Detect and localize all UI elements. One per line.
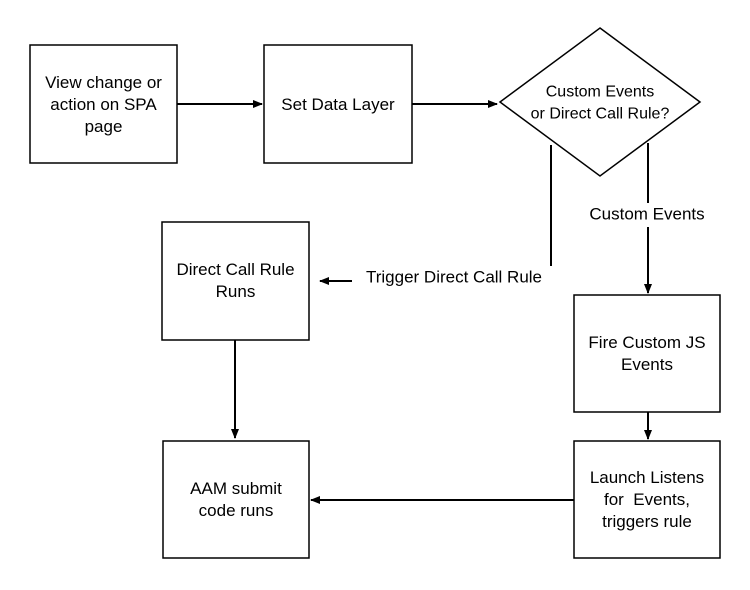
node-label: Launch Listens for Events, triggers rule xyxy=(590,468,704,531)
node-set-data-layer: Set Data Layer xyxy=(263,44,413,164)
node-label: Custom Events or Direct Call Rule? xyxy=(531,84,670,123)
node-label-line: AAM submit xyxy=(190,479,282,498)
edge-decision-to-direct-call xyxy=(319,145,552,285)
node-label: AAM submit code runs xyxy=(190,479,282,520)
node-view-change: View change or action on SPA page xyxy=(29,44,178,164)
node-decision-diamond: Custom Events or Direct Call Rule? xyxy=(498,27,702,177)
node-label: Fire Custom JS Events xyxy=(588,333,705,374)
node-label-line: code runs xyxy=(199,501,274,520)
node-label-line: Set Data Layer xyxy=(281,95,395,114)
node-label-line: triggers rule xyxy=(602,512,692,531)
edge-label-trigger-direct-call: Trigger Direct Call Rule xyxy=(366,267,542,286)
node-label-line: Direct Call Rule xyxy=(176,260,294,279)
edge-labels: Custom Events Trigger Direct Call Rule xyxy=(352,203,718,290)
node-launch-listens: Launch Listens for Events, triggers rule xyxy=(573,440,721,559)
node-label-line: for Events, xyxy=(604,490,690,509)
node-label-line: Events xyxy=(621,355,673,374)
node-label-line: Fire Custom JS xyxy=(588,333,705,352)
node-aam-submit-code-runs: AAM submit code runs xyxy=(162,440,310,559)
node-label: View change or action on SPA page xyxy=(45,73,162,136)
node-label-line: Launch Listens xyxy=(590,468,704,487)
node-label-line: action on SPA xyxy=(50,95,157,114)
node-label-line: or Direct Call Rule? xyxy=(531,106,670,123)
node-label-line: page xyxy=(85,117,123,136)
node-label-line: View change or xyxy=(45,73,162,92)
edge-label-custom-events: Custom Events xyxy=(589,204,704,223)
node-label: Set Data Layer xyxy=(281,95,395,114)
node-label-line: Custom Events xyxy=(546,84,654,101)
node-fire-custom-js-events: Fire Custom JS Events xyxy=(573,294,721,413)
node-label-line: Runs xyxy=(216,282,256,301)
